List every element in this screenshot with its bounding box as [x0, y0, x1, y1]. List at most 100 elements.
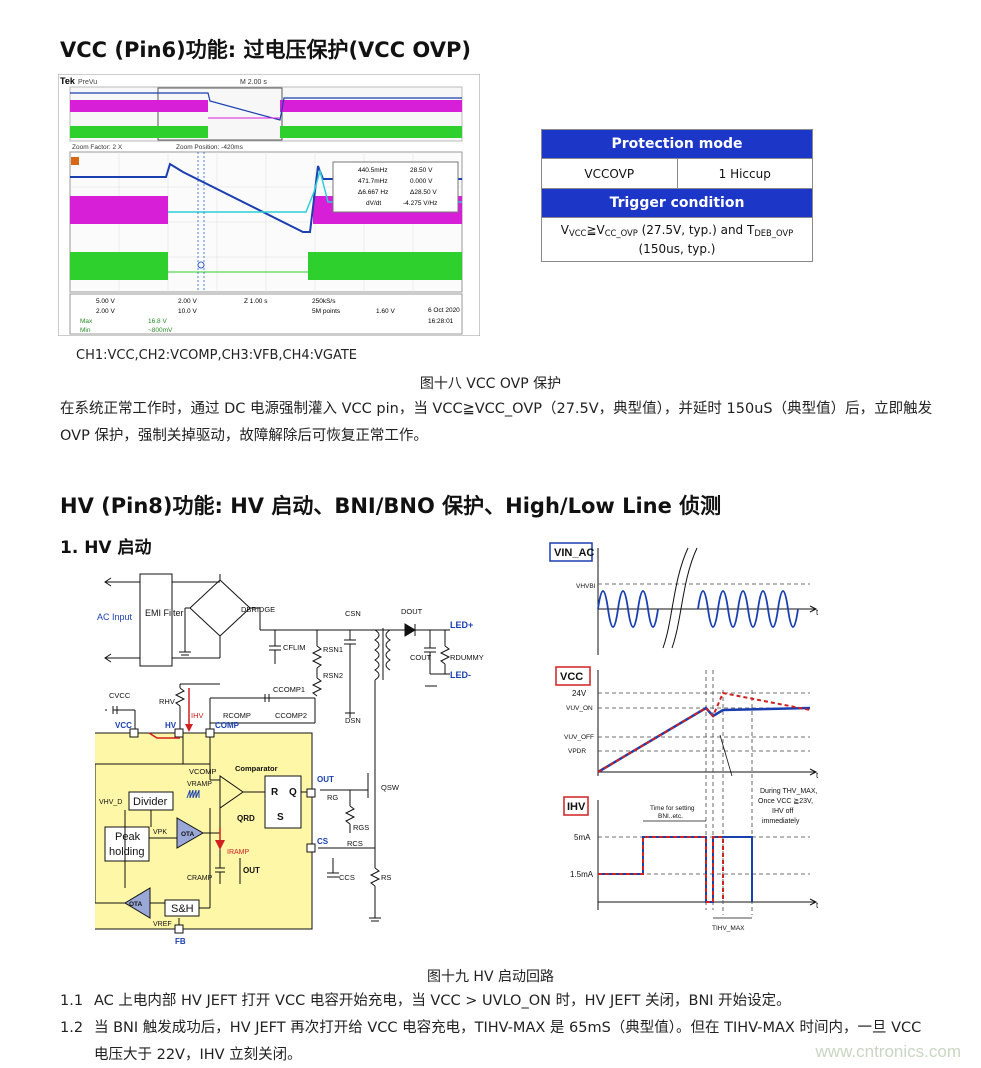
figure19-caption: 图十九 HV 启动回路 — [426, 969, 554, 985]
svg-text:CVCC: CVCC — [109, 691, 131, 700]
svg-text:CRAMP: CRAMP — [187, 875, 213, 882]
svg-text:immediately: immediately — [762, 818, 800, 825]
protection-table: Protection mode VCCOVP 1 Hiccup Trigger … — [541, 129, 813, 262]
svg-text:IRAMP: IRAMP — [227, 849, 250, 856]
svg-text:0.000 V: 0.000 V — [410, 178, 433, 185]
svg-text:VHVBI: VHVBI — [576, 583, 596, 590]
svg-text:6 Oct 2020: 6 Oct 2020 — [428, 307, 460, 314]
svg-text:VUV_OFF: VUV_OFF — [564, 734, 594, 741]
svg-text:DOUT: DOUT — [401, 607, 423, 616]
table-cell-trigger-condition: VVCC≧VCC_OVP (27.5V, typ.) and TDEB_OVP … — [541, 217, 813, 262]
svg-text:Divider: Divider — [133, 796, 168, 808]
svg-text:Δ6.667 Hz: Δ6.667 Hz — [358, 189, 388, 196]
svg-text:16:28:01: 16:28:01 — [428, 318, 454, 325]
scope-legend: CH1:VCC,CH2:VCOMP,CH3:VFB,CH4:VGATE — [76, 348, 358, 363]
section2-subtitle: 1. HV 启动 — [60, 538, 152, 558]
svg-text:Max: Max — [80, 318, 93, 325]
svg-text:BNI..etc.: BNI..etc. — [658, 813, 683, 820]
section1-paragraph: 在系统正常工作时，通过 DC 电源强制灌入 VCC pin，当 VCC≧VCC_… — [60, 401, 933, 444]
svg-text:CCOMP2: CCOMP2 — [275, 711, 307, 720]
svg-text:CCS: CCS — [339, 873, 355, 882]
svg-text:VHV_D: VHV_D — [99, 799, 122, 806]
svg-text:28.50 V: 28.50 V — [410, 167, 433, 174]
svg-text:VIN_AC: VIN_AC — [554, 547, 594, 559]
svg-text:TIHV_MAX: TIHV_MAX — [712, 925, 745, 932]
svg-text:VCOMP: VCOMP — [189, 767, 217, 776]
scope-timebase: M 2.00 s — [240, 79, 267, 86]
svg-text:5mA: 5mA — [574, 833, 591, 842]
svg-text:HV: HV — [165, 721, 177, 730]
svg-text:RCOMP: RCOMP — [223, 711, 251, 720]
svg-text:t: t — [816, 901, 819, 910]
svg-text:DBRIDGE: DBRIDGE — [241, 605, 275, 614]
svg-text:VCC: VCC — [115, 721, 132, 730]
svg-text:2.00 V: 2.00 V — [178, 298, 197, 305]
svg-text:RHV: RHV — [159, 697, 175, 706]
svg-text:CCOMP1: CCOMP1 — [273, 685, 305, 694]
svg-text:24V: 24V — [572, 689, 587, 698]
svg-text:COUT: COUT — [410, 653, 432, 662]
svg-text:OUT: OUT — [243, 866, 260, 875]
svg-text:holding: holding — [109, 846, 144, 858]
svg-text:R: R — [271, 787, 279, 798]
svg-text:S&H: S&H — [171, 903, 194, 915]
svg-text:Δ28.50 V: Δ28.50 V — [410, 189, 437, 196]
hv-startup-waveforms: VIN_AC VHVBI t VCC 24V VUV_ON VUV_OFF VP… — [549, 542, 819, 932]
svg-text:VRAMP: VRAMP — [187, 781, 212, 788]
svg-text:LED-: LED- — [450, 670, 471, 680]
svg-text:CS: CS — [317, 837, 329, 846]
hv-startup-schematic: AC Input EMI Filter DBRIDGE CFLIM CSN R S… — [95, 573, 484, 946]
svg-text:10.0 V: 10.0 V — [178, 308, 197, 315]
svg-text:t: t — [816, 608, 819, 617]
svg-text:OTA: OTA — [129, 901, 143, 908]
svg-text:RG: RG — [327, 793, 338, 802]
svg-text:dV/dt: dV/dt — [366, 200, 381, 207]
section2-title: HV (Pin8)功能: HV 启动、BNI/BNO 保护、High/Low L… — [60, 494, 722, 518]
svg-text:471.7mHz: 471.7mHz — [358, 178, 388, 185]
svg-text:VPK: VPK — [153, 829, 167, 836]
svg-text:QSW: QSW — [381, 783, 400, 792]
svg-text:440.5mHz: 440.5mHz — [358, 167, 388, 174]
svg-text:FB: FB — [175, 937, 186, 946]
svg-text:IHV: IHV — [191, 711, 204, 720]
scope-brand: Tek — [60, 76, 76, 86]
svg-text:Q: Q — [289, 787, 297, 798]
svg-text:VREF: VREF — [153, 921, 172, 928]
figure18-caption: 图十八 VCC OVP 保护 — [419, 376, 562, 392]
svg-text:CFLIM: CFLIM — [283, 643, 306, 652]
table-cell-hiccup: 1 Hiccup — [676, 158, 813, 189]
svg-text:IHV: IHV — [567, 801, 586, 813]
svg-text:Time for setting: Time for setting — [650, 805, 695, 812]
svg-text:S: S — [277, 812, 284, 823]
svg-text:1.60 V: 1.60 V — [376, 308, 395, 315]
svg-text:2.00 V: 2.00 V — [96, 308, 115, 315]
svg-text:Min: Min — [80, 327, 91, 334]
table-header-protection: Protection mode — [541, 129, 813, 159]
svg-text:1.5mA: 1.5mA — [570, 870, 594, 879]
table-header-trigger: Trigger condition — [541, 188, 813, 218]
scope-mode: PreVu — [78, 79, 97, 86]
svg-text:EMI Filter: EMI Filter — [145, 608, 184, 618]
svg-text:VCC: VCC — [560, 671, 583, 683]
svg-text:5M points: 5M points — [312, 308, 341, 315]
svg-text:IHV off: IHV off — [772, 808, 793, 815]
svg-text:t: t — [816, 771, 819, 780]
svg-text:CSN: CSN — [345, 609, 361, 618]
table-cell-mode: VCCOVP — [541, 158, 678, 189]
oscilloscope-capture: Tek PreVu M 2.00 s Zoom Factor: 2 X Zoom… — [58, 74, 480, 336]
svg-text:VUV_ON: VUV_ON — [566, 705, 593, 712]
svg-text:LED+: LED+ — [450, 620, 473, 630]
svg-text:AC Input: AC Input — [97, 612, 133, 622]
svg-text:QRD: QRD — [237, 814, 255, 823]
svg-text:Z 1.00 s: Z 1.00 s — [244, 298, 268, 305]
scope-zoom-factor: Zoom Factor: 2 X — [72, 144, 123, 151]
svg-text:DSN: DSN — [345, 716, 361, 725]
svg-text:COMP: COMP — [215, 721, 240, 730]
svg-text:5.00 V: 5.00 V — [96, 298, 115, 305]
svg-text:Peak: Peak — [115, 831, 141, 843]
section1-title: VCC (Pin6)功能: 过电压保护(VCC OVP) — [60, 38, 471, 62]
svg-text:RCS: RCS — [347, 839, 363, 848]
svg-text:-4.275 V/Hz: -4.275 V/Hz — [403, 200, 437, 207]
